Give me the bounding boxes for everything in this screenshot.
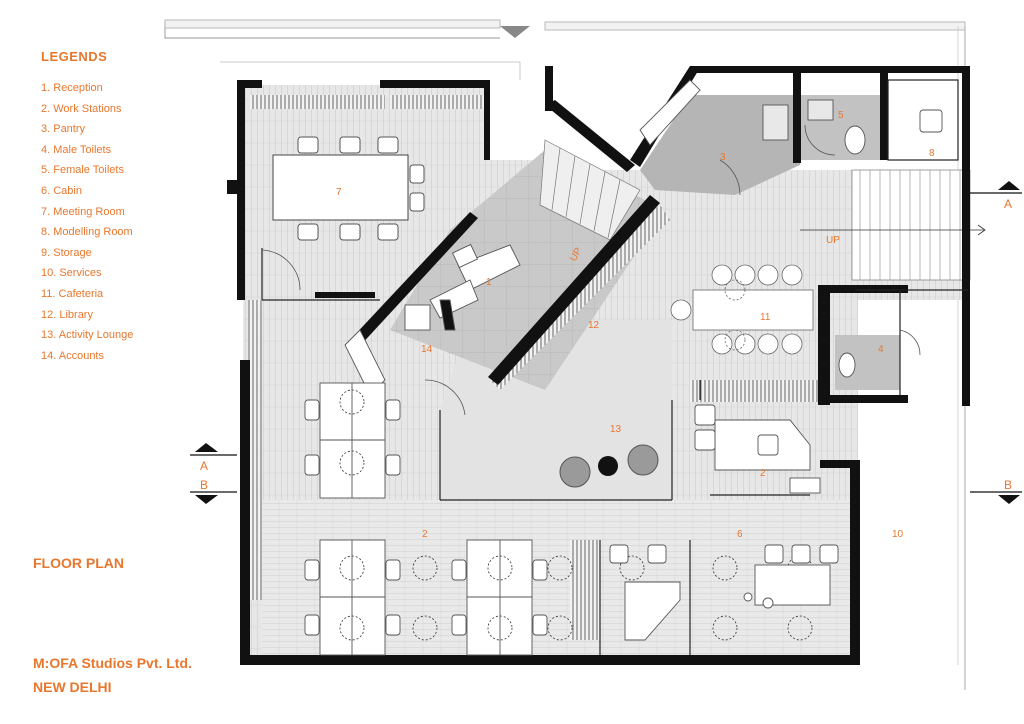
- company-name: M:OFA Studios Pvt. Ltd.: [33, 655, 192, 671]
- room-label-reception: 1: [486, 277, 492, 288]
- section-label-a-left: A: [200, 459, 208, 473]
- reception-desk: [344, 243, 521, 396]
- room-label-modelling-room: 8: [929, 148, 935, 159]
- room-label-meeting-room: 7: [336, 187, 342, 198]
- pantry-counter: [639, 79, 943, 378]
- legend-item-services: 10. Services: [41, 267, 102, 280]
- section-label-a-right: A: [1004, 197, 1012, 211]
- legend-item-activity-lounge: 13. Activity Lounge: [41, 329, 134, 342]
- stair-label-up-right: UP: [826, 235, 840, 246]
- legend-item-modelling-room: 8. Modelling Room: [41, 226, 133, 239]
- legend-list: 1. Reception 2. Work Stations 3. Pantry …: [41, 80, 133, 368]
- room-label-accounts: 14: [421, 344, 433, 355]
- legend-item-cabin: 6. Cabin: [41, 184, 82, 197]
- room-label-cafeteria: 11: [760, 312, 771, 323]
- legend-item-meeting-room: 7. Meeting Room: [41, 205, 125, 218]
- room-label-workstations-main: 2: [422, 529, 428, 540]
- room-label-activity-lounge: 13: [610, 424, 622, 435]
- room-label-female-toilets: 5: [838, 110, 844, 121]
- room-label-male-toilets: 4: [878, 344, 884, 355]
- meeting-table: [272, 136, 425, 241]
- section-label-b-right: B: [1004, 478, 1012, 492]
- room-label-library: 12: [588, 320, 600, 331]
- room-label-workstations-right: 2: [760, 468, 766, 479]
- legend-item-library: 12. Library: [41, 308, 93, 321]
- staircase-right: [800, 170, 986, 280]
- room-label-services: 10: [892, 529, 904, 540]
- plan-title: FLOOR PLAN: [33, 555, 124, 571]
- section-label-b-left: B: [200, 478, 208, 492]
- legend-item-storage: 9. Storage: [41, 246, 92, 259]
- workstation-desks: [304, 382, 548, 656]
- legend-item-cafeteria: 11. Cafeteria: [41, 287, 104, 300]
- legend-item-accounts: 14. Accounts: [41, 349, 104, 362]
- legend-item-pantry: 3. Pantry: [41, 123, 86, 136]
- section-markers: [190, 181, 1022, 504]
- door-swings: [261, 124, 921, 416]
- legend-item-work-stations: 2. Work Stations: [41, 102, 122, 115]
- legend-item-female-toilets: 5. Female Toilets: [41, 164, 124, 177]
- lounge-poufs: [559, 444, 659, 488]
- room-label-cabin: 6: [737, 529, 743, 540]
- legend-item-reception: 1. Reception: [41, 82, 103, 94]
- room-label-pantry: 3: [720, 152, 726, 163]
- staircase-reception: [539, 139, 641, 241]
- legend-title: LEGENDS: [41, 49, 108, 64]
- city-name: NEW DELHI: [33, 679, 112, 695]
- cafeteria-tables: [670, 264, 814, 355]
- cabin-furniture: [609, 404, 839, 641]
- legend-item-male-toilets: 4. Male Toilets: [41, 143, 112, 156]
